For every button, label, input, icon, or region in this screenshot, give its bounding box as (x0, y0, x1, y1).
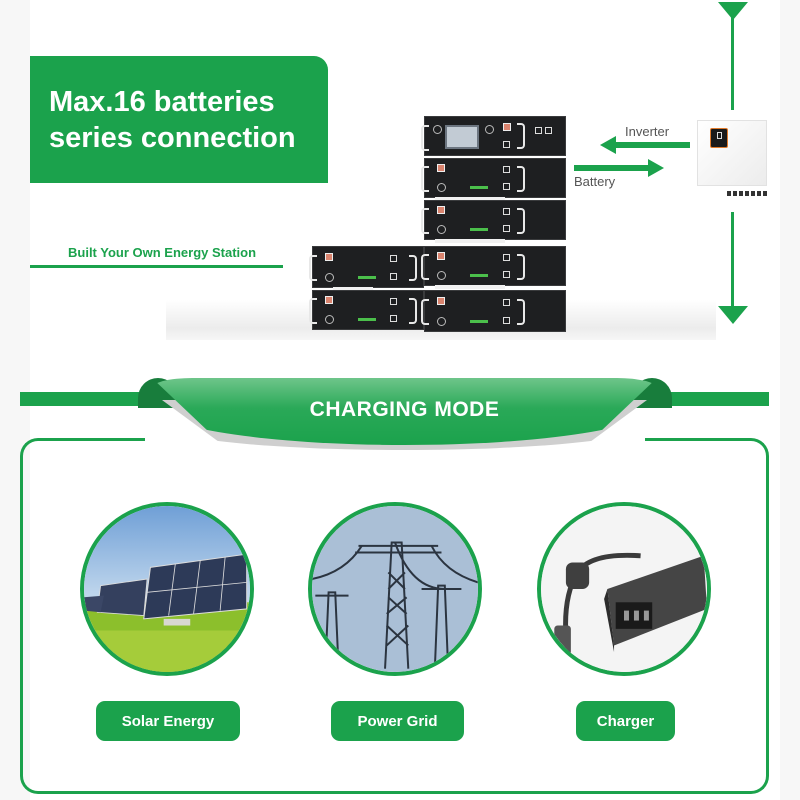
arrow-left-icon (600, 136, 616, 154)
battery-module (309, 246, 424, 291)
page-margin-right (780, 0, 800, 800)
power-tower-icon (312, 506, 478, 672)
subtitle-underline (30, 265, 283, 268)
solar-energy-button[interactable]: Solar Energy (96, 701, 240, 741)
inverter-display-icon (710, 128, 728, 148)
charging-mode-panel (20, 456, 769, 794)
arrow-to-battery (615, 142, 690, 148)
power-grid-button[interactable]: Power Grid (331, 701, 464, 741)
arrow-to-inverter (574, 165, 649, 171)
section-ribbon (152, 378, 657, 445)
power-adapter-icon (541, 506, 707, 672)
flow-line-top (731, 10, 734, 110)
solar-energy-image (80, 502, 254, 676)
panel-corner-left (20, 438, 145, 456)
hero-subtitle: Built Your Own Energy Station (68, 245, 257, 260)
battery-module (421, 246, 566, 289)
hero-title-line-2: series connection (49, 122, 296, 154)
panel-corner-right (645, 438, 769, 456)
battery-label: Battery (574, 174, 616, 189)
charger-image (537, 502, 711, 676)
solar-panel-icon (84, 506, 250, 672)
battery-module (309, 290, 424, 330)
flow-arrow-down-icon (718, 306, 748, 324)
inverter-terminals (727, 191, 767, 196)
section-title: CHARGING MODE (309, 398, 500, 421)
battery-module (421, 290, 566, 332)
battery-module (421, 200, 566, 243)
power-grid-image (308, 502, 482, 676)
inverter-device (697, 120, 767, 186)
arrow-right-icon (648, 159, 664, 177)
flow-line-bottom (731, 212, 734, 312)
inverter-label: Inverter (625, 124, 670, 139)
hero-title-banner: Max.16 batteries series connection (30, 56, 328, 183)
battery-module (421, 158, 566, 201)
hero-title-line-1: Max.16 batteries (49, 86, 275, 118)
charger-button[interactable]: Charger (576, 701, 675, 741)
battery-controller-module (421, 116, 566, 156)
